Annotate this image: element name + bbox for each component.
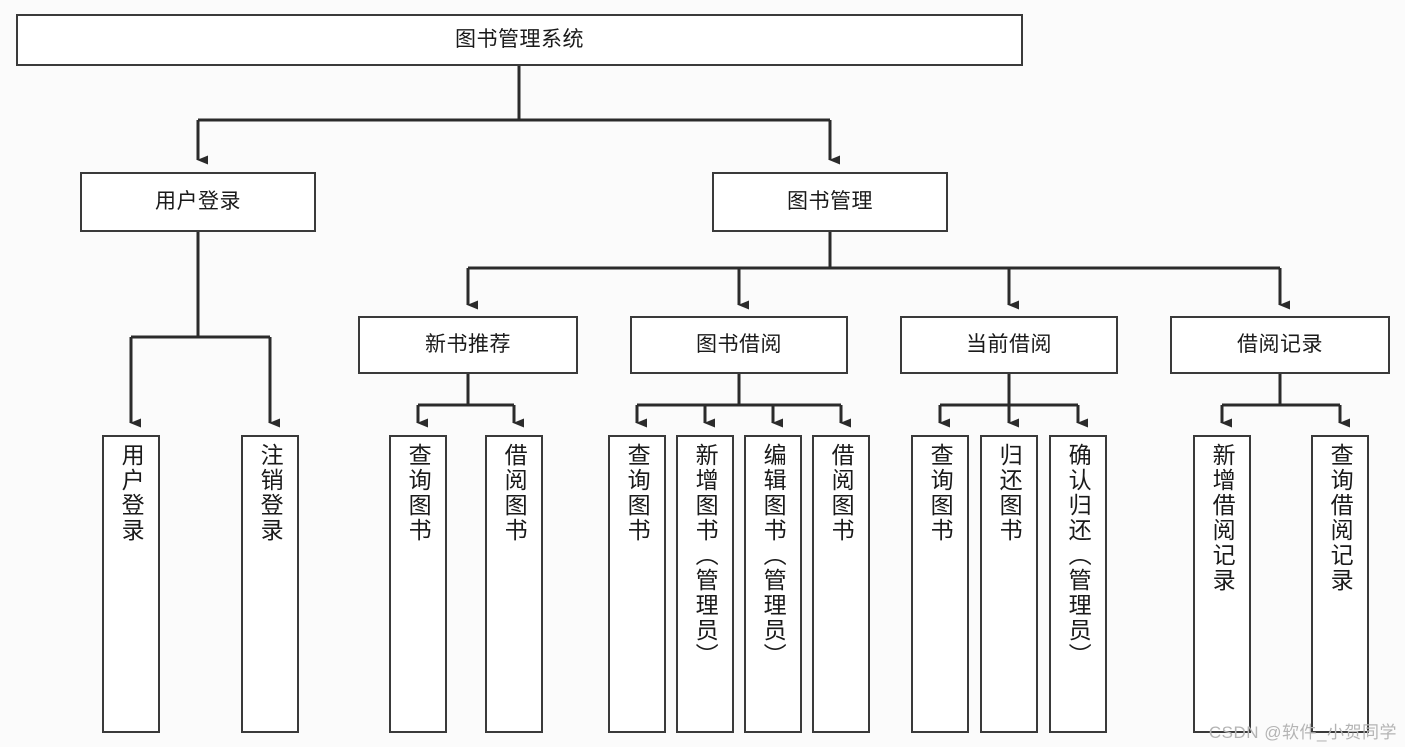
node-root-book-management-system[interactable]: 图书管理系统 <box>16 14 1023 66</box>
leaf-borrow-add-book-admin[interactable]: 新增图书（管理员） <box>676 435 734 733</box>
leaf-new-book-query-books[interactable]: 查询图书 <box>389 435 447 733</box>
node-label: 借阅图书 <box>828 443 855 543</box>
node-label: 归还图书 <box>996 443 1023 543</box>
leaf-current-confirm-return-admin[interactable]: 确认归还（管理员） <box>1049 435 1107 733</box>
node-current-borrowing[interactable]: 当前借阅 <box>900 316 1118 374</box>
leaf-user-login-login[interactable]: 用户登录 <box>102 435 160 733</box>
node-book-management[interactable]: 图书管理 <box>712 172 948 232</box>
csdn-watermark: CSDN @软件_小贺同学 <box>1208 723 1397 742</box>
leaf-current-return-books[interactable]: 归还图书 <box>980 435 1038 733</box>
node-user-login[interactable]: 用户登录 <box>80 172 316 232</box>
node-label: 查询图书 <box>405 443 432 543</box>
node-label: 图书借阅 <box>696 332 782 356</box>
node-label: 新增图书（管理员） <box>692 443 719 668</box>
node-borrowing-records[interactable]: 借阅记录 <box>1170 316 1390 374</box>
node-label: 当前借阅 <box>966 332 1052 356</box>
node-label: 查询借阅记录 <box>1327 443 1354 593</box>
node-label: 用户登录 <box>155 189 241 213</box>
leaf-borrow-edit-book-admin[interactable]: 编辑图书（管理员） <box>744 435 802 733</box>
leaf-new-book-borrow-books[interactable]: 借阅图书 <box>485 435 543 733</box>
node-label: 注销登录 <box>257 443 284 543</box>
node-label: 图书管理 <box>787 189 873 213</box>
node-label: 确认归还（管理员） <box>1065 443 1092 668</box>
leaf-borrow-query-books[interactable]: 查询图书 <box>608 435 666 733</box>
leaf-records-query-record[interactable]: 查询借阅记录 <box>1311 435 1369 733</box>
node-label: 新书推荐 <box>425 332 511 356</box>
node-book-borrowing[interactable]: 图书借阅 <box>630 316 848 374</box>
node-label: 图书管理系统 <box>455 27 584 51</box>
node-new-book-recommendation[interactable]: 新书推荐 <box>358 316 578 374</box>
leaf-records-add-record[interactable]: 新增借阅记录 <box>1193 435 1251 733</box>
node-label: 新增借阅记录 <box>1209 443 1236 593</box>
node-label: 查询图书 <box>624 443 651 543</box>
node-label: 用户登录 <box>118 443 145 543</box>
leaf-borrow-borrow-books[interactable]: 借阅图书 <box>812 435 870 733</box>
node-label: 借阅记录 <box>1237 332 1323 356</box>
node-label: 查询图书 <box>927 443 954 543</box>
leaf-current-query-books[interactable]: 查询图书 <box>911 435 969 733</box>
node-label: 编辑图书（管理员） <box>760 443 787 668</box>
leaf-user-login-logout[interactable]: 注销登录 <box>241 435 299 733</box>
node-label: 借阅图书 <box>501 443 528 543</box>
